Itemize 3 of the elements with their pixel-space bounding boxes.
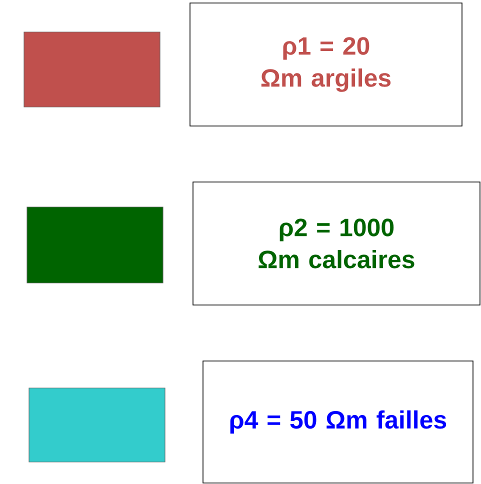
legend-label: ρ1 = 20 Ωm argiles (190, 2, 462, 126)
legend-label: ρ4 = 50 Ωm failles (202, 360, 474, 484)
legend-label: ρ2 = 1000 Ωm calcaires (192, 182, 480, 306)
